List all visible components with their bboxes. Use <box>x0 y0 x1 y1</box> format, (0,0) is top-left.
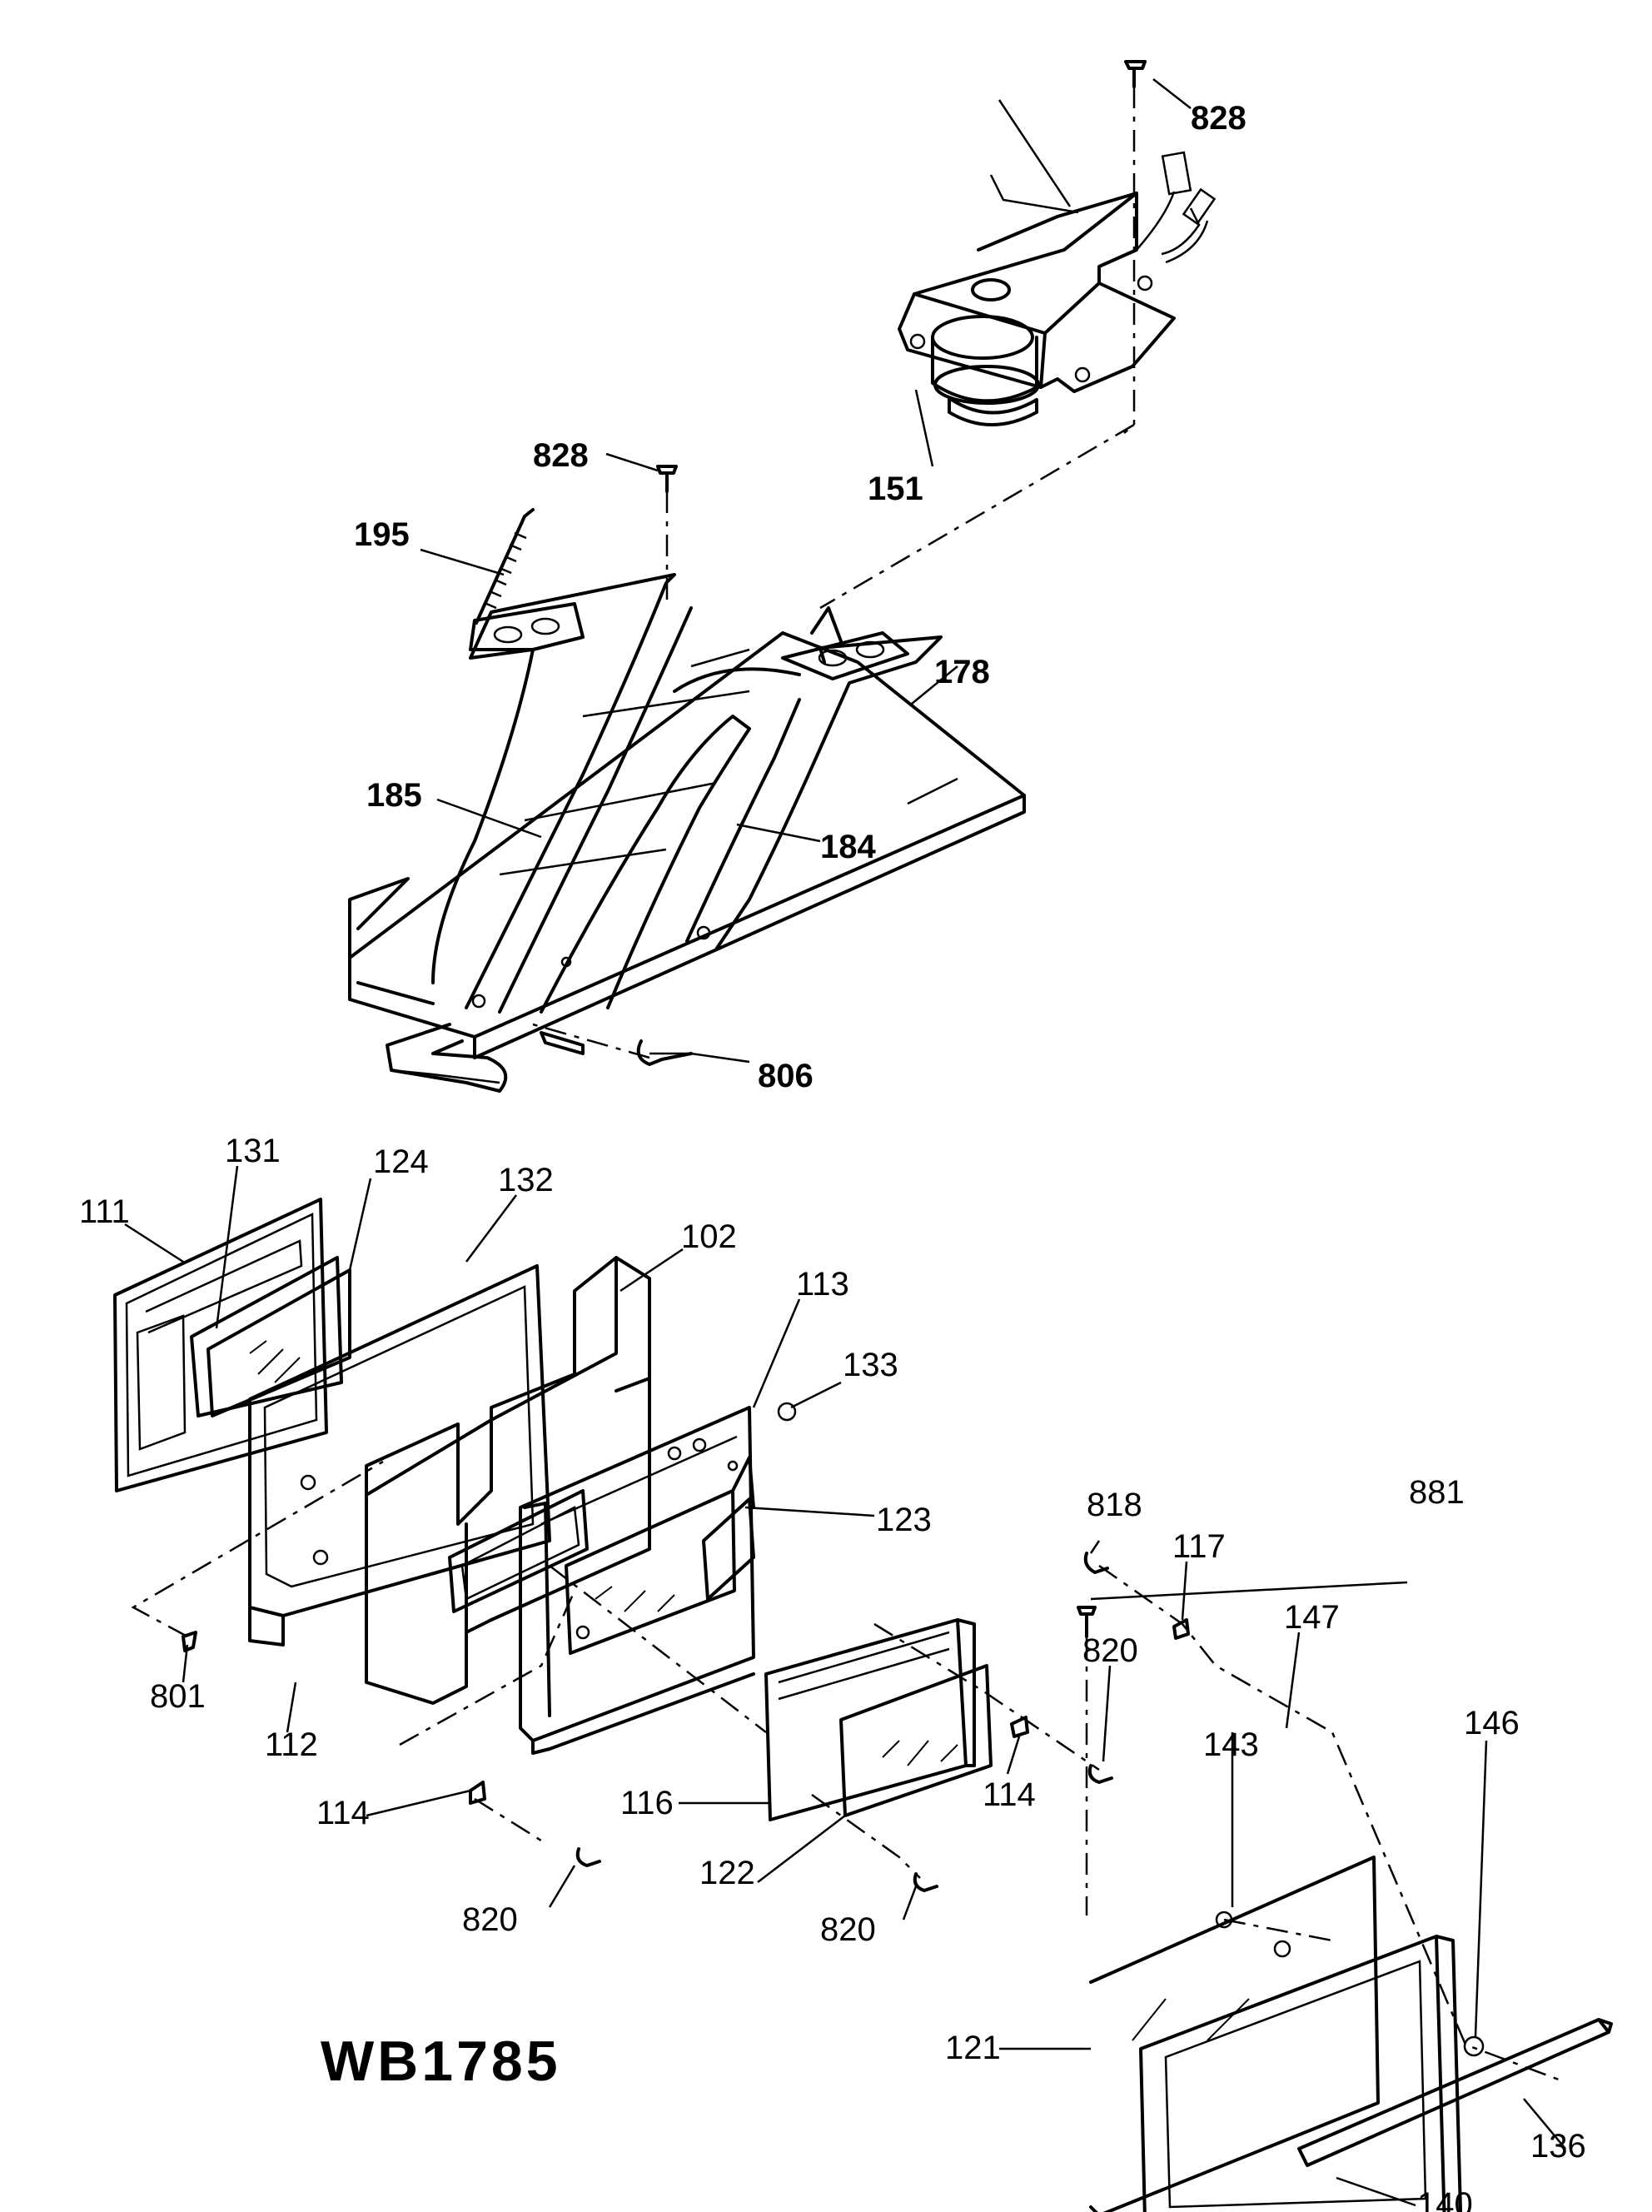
part-label-820: 820 <box>462 1901 518 1938</box>
part-label-121: 121 <box>945 2030 1001 2066</box>
door-parts-drawing <box>113 1198 1613 2212</box>
part-label-114: 114 <box>316 1795 370 1831</box>
part-label-113: 113 <box>796 1266 849 1303</box>
part-label-143: 143 <box>1203 1726 1259 1763</box>
model-number: WB1785 <box>321 2030 561 2093</box>
leader-lines <box>124 78 1566 2207</box>
part-labels: 828 151 828 195 178 185 184 806 131 124 … <box>79 100 1586 2212</box>
part-label-124: 124 <box>373 1143 429 1180</box>
part-label-828: 828 <box>1191 100 1246 137</box>
part-label-132: 132 <box>498 1162 554 1198</box>
part-label-117: 117 <box>1172 1528 1226 1565</box>
part-label-140: 140 <box>1417 2186 1473 2212</box>
part-label-111: 111 <box>79 1193 130 1230</box>
spring-drawing <box>475 508 535 625</box>
part-label-133: 133 <box>843 1347 898 1383</box>
part-label-102: 102 <box>681 1218 737 1255</box>
part-label-195: 195 <box>354 516 410 553</box>
motor-assembly-drawing <box>898 151 1217 426</box>
screw-drawings <box>636 60 1147 1638</box>
part-label-136: 136 <box>1530 2128 1586 2165</box>
part-label-131: 131 <box>225 1133 281 1169</box>
part-label-178: 178 <box>934 654 990 690</box>
latch-bracket-drawing <box>348 573 1026 1093</box>
part-label-146: 146 <box>1464 1705 1520 1741</box>
assembly-lines <box>131 87 1566 2084</box>
part-label-123: 123 <box>876 1502 932 1538</box>
part-label-151: 151 <box>868 471 923 507</box>
part-label-820: 820 <box>1082 1632 1138 1669</box>
part-label-116: 116 <box>620 1785 674 1821</box>
part-label-184: 184 <box>820 829 876 865</box>
part-label-801: 801 <box>150 1678 206 1715</box>
part-label-806: 806 <box>758 1058 814 1094</box>
part-label-112: 112 <box>265 1726 318 1763</box>
part-label-185: 185 <box>366 777 422 814</box>
part-label-122: 122 <box>699 1855 755 1891</box>
part-label-820: 820 <box>820 1911 876 1948</box>
part-label-147: 147 <box>1284 1599 1340 1636</box>
part-label-828: 828 <box>533 437 589 474</box>
part-label-881: 881 <box>1409 1474 1465 1511</box>
part-label-818: 818 <box>1087 1487 1142 1523</box>
part-label-114: 114 <box>983 1776 1036 1813</box>
